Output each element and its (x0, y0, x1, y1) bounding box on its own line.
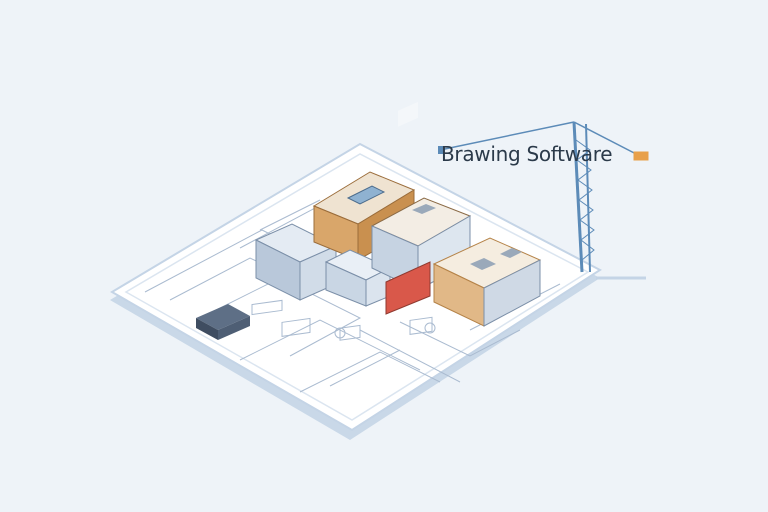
building-left (254, 223, 338, 301)
building-right (432, 237, 542, 327)
connector-arch (324, 249, 392, 307)
bench-block (196, 304, 250, 340)
crane-sign-text: Brawing Software (441, 142, 613, 166)
crane-icon (438, 121, 649, 273)
building-red (385, 101, 431, 315)
